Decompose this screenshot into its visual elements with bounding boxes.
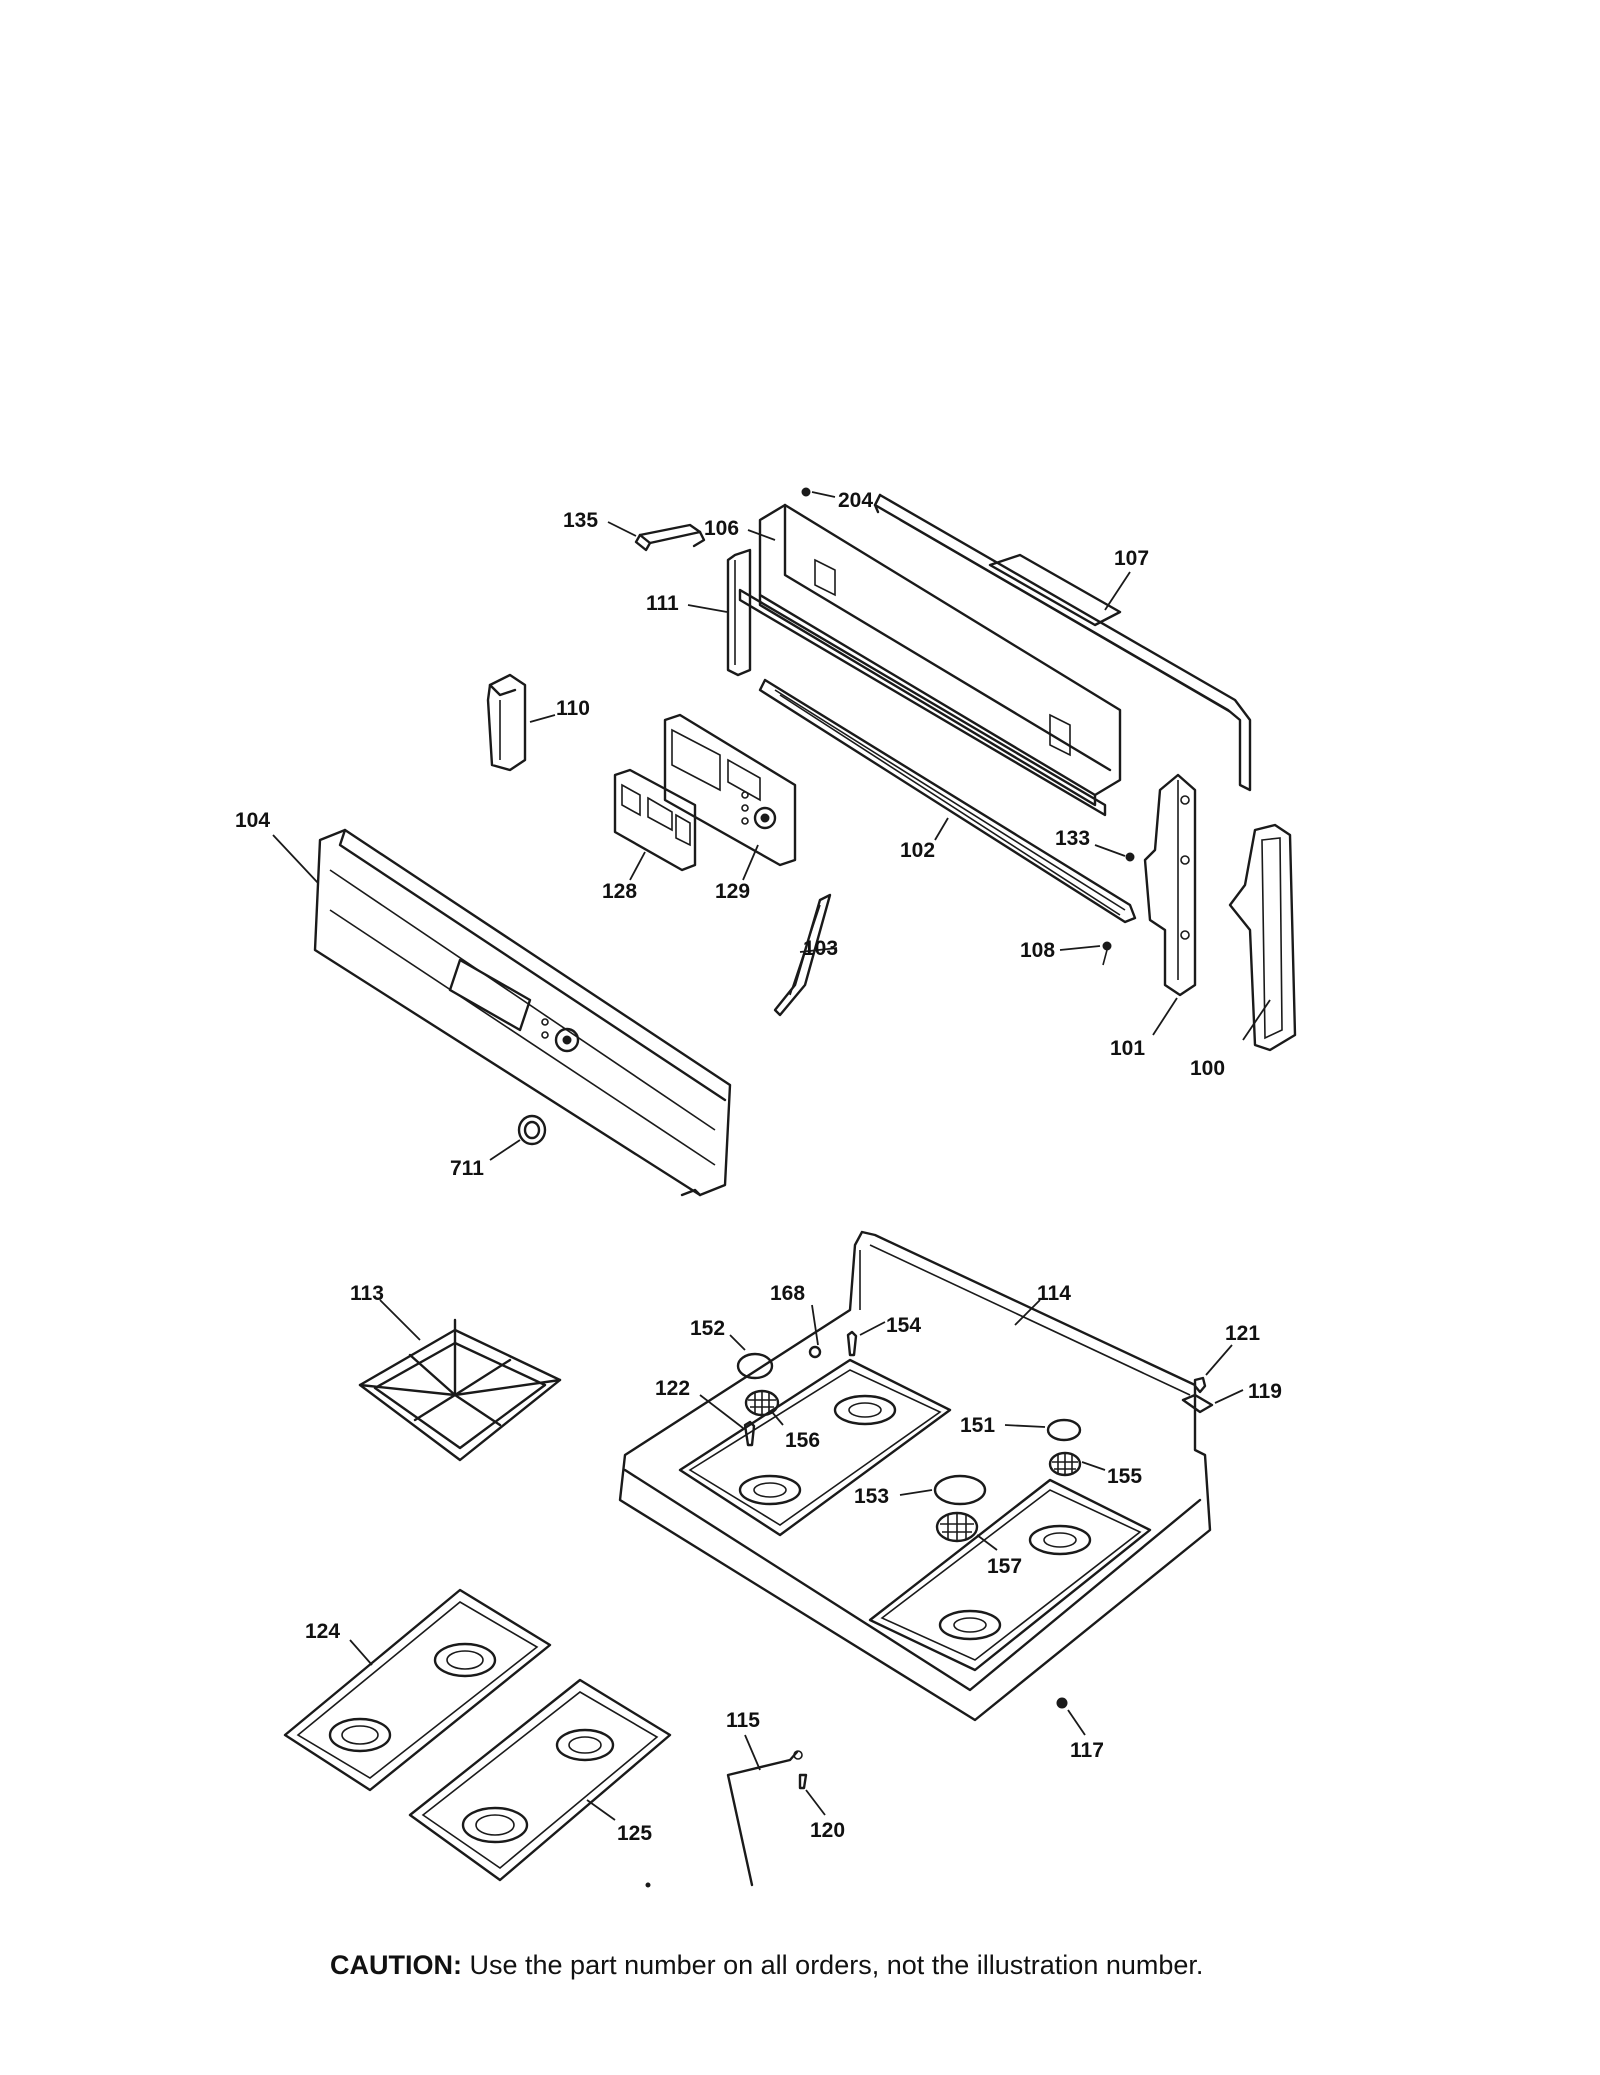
callout-106: 106	[704, 517, 739, 540]
callout-labels: 135 106 204 107 111 110 104 128 129 102 …	[235, 489, 1282, 1845]
part-117-plug	[1056, 1697, 1068, 1709]
callout-133: 133	[1055, 827, 1090, 850]
part-153-burner-cap	[933, 1474, 987, 1506]
part-156-burner-head	[744, 1389, 780, 1417]
part-114-cooktop	[618, 1230, 1212, 1722]
callout-157: 157	[987, 1555, 1022, 1578]
callout-102: 102	[900, 839, 935, 862]
part-104-control-panel	[313, 828, 732, 1197]
part-122-electrode	[743, 1420, 756, 1447]
part-115-rod	[726, 1750, 803, 1887]
part-157-burner-head	[935, 1511, 979, 1543]
callout-100: 100	[1190, 1057, 1225, 1080]
part-121-screw	[1193, 1376, 1207, 1394]
callout-108: 108	[1020, 939, 1055, 962]
part-119-bracket	[1181, 1393, 1214, 1414]
caution-heading: CAUTION:	[330, 1950, 462, 1980]
callout-119: 119	[1248, 1380, 1282, 1403]
part-125-burner-pan	[408, 1678, 672, 1882]
callout-128: 128	[602, 880, 637, 903]
callout-111: 111	[646, 592, 679, 615]
callout-156: 156	[785, 1429, 820, 1452]
part-100-end-cap	[1228, 823, 1297, 1052]
callout-115: 115	[726, 1709, 760, 1732]
part-152-burner-cap	[736, 1352, 774, 1380]
callout-124: 124	[305, 1620, 340, 1643]
callout-113: 113	[350, 1282, 384, 1305]
part-151-burner-cap	[1046, 1418, 1082, 1442]
callout-152: 152	[690, 1317, 725, 1340]
part-154-electrode	[846, 1330, 858, 1357]
part-107-backsplash-cover	[873, 493, 1252, 792]
callout-153: 153	[854, 1485, 889, 1508]
part-135-handle	[634, 523, 706, 552]
callout-120: 120	[810, 1819, 845, 1842]
callout-125: 125	[617, 1822, 652, 1845]
callout-110: 110	[556, 697, 590, 720]
part-110-end-cap	[486, 673, 527, 772]
part-103-connector	[773, 893, 832, 1017]
callout-104: 104	[235, 809, 270, 832]
leader-lines	[272, 491, 1271, 1821]
caution-text: Use the part number on all orders, not t…	[469, 1950, 1204, 1980]
part-108-screw	[1102, 941, 1112, 951]
part-129-clock-control	[663, 713, 797, 867]
callout-711: 711	[450, 1157, 484, 1180]
part-120-screw	[798, 1773, 808, 1790]
part-113-grate	[358, 1318, 562, 1462]
part-128-overlay	[613, 768, 697, 872]
callout-107: 107	[1114, 547, 1149, 570]
callout-155: 155	[1107, 1465, 1142, 1488]
callout-121: 121	[1225, 1322, 1260, 1345]
part-106-manifold-panel	[738, 503, 1122, 817]
part-711-knob	[517, 1114, 547, 1146]
part-155-burner-head	[1048, 1451, 1082, 1477]
callout-122: 122	[655, 1377, 690, 1400]
part-102-trim-angle	[758, 678, 1137, 924]
callout-129: 129	[715, 880, 750, 903]
callout-101: 101	[1110, 1037, 1145, 1060]
part-204-screw	[801, 487, 811, 497]
part-168-grommet	[808, 1345, 822, 1359]
speck	[645, 1882, 651, 1888]
callout-151: 151	[960, 1414, 995, 1437]
callout-154: 154	[886, 1314, 921, 1337]
callout-117: 117	[1070, 1739, 1104, 1762]
part-124-burner-pan	[283, 1588, 552, 1792]
part-111-side-bracket	[726, 548, 752, 677]
callout-204: 204	[838, 489, 873, 512]
part-133-screw	[1125, 852, 1135, 862]
callout-168: 168	[770, 1282, 805, 1305]
part-101-end-bracket	[1143, 773, 1197, 997]
callout-103: 103	[803, 937, 838, 960]
caution-note: CAUTION: Use the part number on all orde…	[330, 1950, 1203, 1981]
callout-114: 114	[1037, 1282, 1071, 1305]
callout-135: 135	[563, 509, 598, 532]
